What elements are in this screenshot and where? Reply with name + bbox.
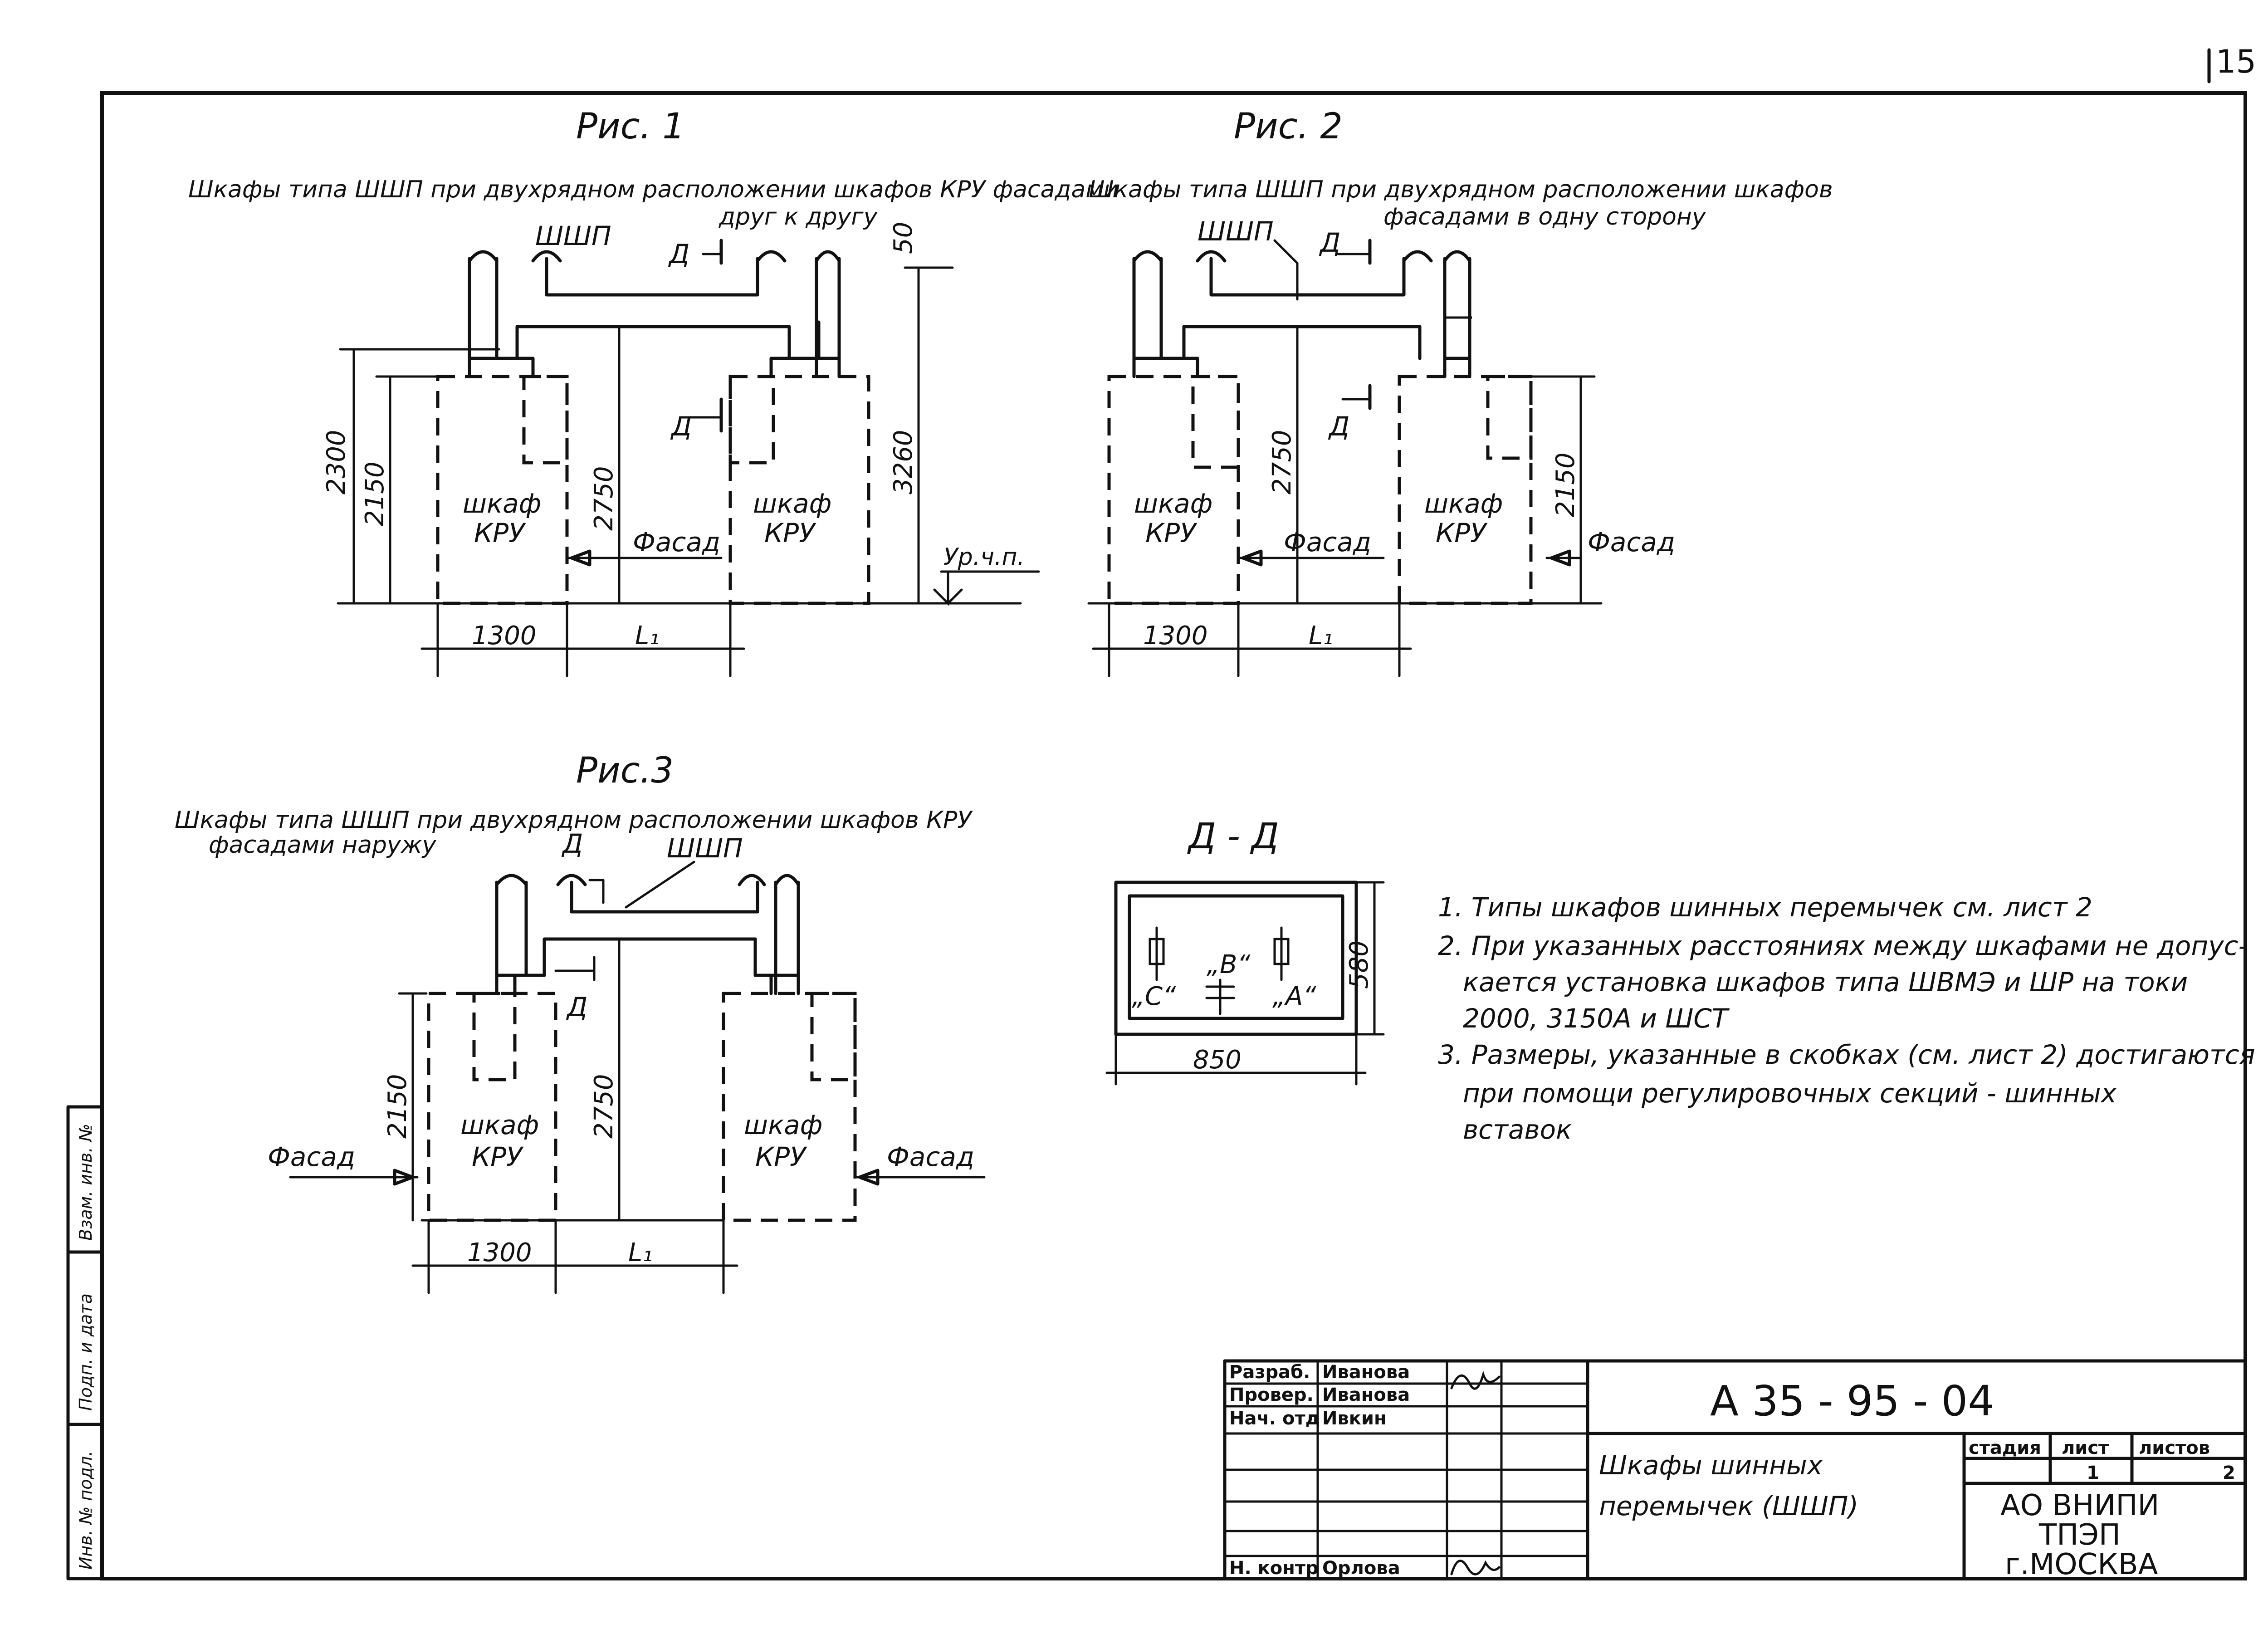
tb-name-2: Иванова [1322,1384,1410,1405]
section-title: Д - Д [1187,816,1279,857]
sheets-value: 2 [2223,1463,2235,1483]
fig1-label-level: Ур.ч.п. [943,543,1025,571]
org-line1: АО ВНИПИ [2000,1489,2159,1522]
fig1-dim-3260: 3260 [889,430,918,494]
fig1-label-cabinet: шкаф [463,488,541,519]
notes-block: 1. Типы шкафов шинных перемычек см. лист… [1438,892,2255,1145]
fig3-dim-l1: L₁ [628,1238,653,1267]
fig3-dim-1300: 1300 [467,1238,532,1267]
note-line-2: 2. При указанных расстояниях между шкафа… [1438,930,2248,961]
fig2-label-cabinet: шкаф [1134,488,1212,519]
fig3-label-d: Д [561,828,583,859]
tb-name-1: Иванова [1322,1362,1410,1383]
fig3-label-kru: КРУ [472,1141,524,1172]
phase-a-label: „А“ [1272,982,1316,1011]
note-line-5: 3. Размеры, указанные в скобках (см. лис… [1438,1039,2255,1070]
fig1-label-cabinet-r: шкаф [753,488,831,519]
figure-3: Рис.3 Шкафы типа ШШП при двухрядном расп… [175,750,986,1294]
fig2-label-cabinet-r: шкаф [1424,488,1503,519]
fig2-label-kru: КРУ [1145,518,1198,548]
fig2-label-d2: Д [1328,411,1349,442]
fig1-dim-50: 50 [889,222,918,254]
tb-role-1: Разраб. [1229,1362,1310,1383]
section-dim-850: 850 [1193,1045,1242,1075]
org-line2: ТПЭП [2038,1518,2121,1552]
fig2-label-kru-r: КРУ [1436,518,1488,548]
doc-code: А 35 - 95 - 04 [1710,1377,1994,1425]
tb-role-2: Провер. [1229,1384,1314,1405]
page-number: 15 [2216,43,2256,80]
fig1-label-kru: КРУ [474,518,526,548]
phase-c-label: „С“ [1132,982,1176,1011]
fig1-label-kru-r: КРУ [764,518,816,548]
doc-title-line2: перемычек (ШШП) [1599,1491,1858,1521]
fig3-caption-line2: фасадами наружу [209,832,437,859]
fig3-label-facade-l: Фасад [268,1141,355,1172]
sheet-frame [100,91,2247,1580]
fig1-dim-2150: 2150 [360,461,390,526]
fig2-label-facade: Фасад [1284,527,1371,558]
fig1-dim-l1: L₁ [635,621,660,651]
figure-2: Рис. 2 Шкафы типа ШШП при двухрядном рас… [1087,106,1833,677]
fig3-label-shp: ШШП [667,833,743,864]
fig1-dim-2750: 2750 [589,466,619,531]
fig3-caption-line1: Шкафы типа ШШП при двухрядном расположен… [175,807,973,834]
fig2-caption-line1: Шкафы типа ШШП при двухрядном расположен… [1089,176,1833,203]
fig3-label-facade-r: Фасад [887,1141,974,1172]
fig3-title: Рис.3 [576,750,674,791]
fig1-label-d: Д [668,239,689,269]
signature-1 [1450,1370,1501,1390]
sheet-value: 1 [2087,1463,2099,1483]
note-line-6: при помощи регулировочных секций - шинны… [1463,1078,2117,1109]
fig2-dim-2750: 2750 [1267,430,1297,494]
fig1-label-d2: Д [670,411,692,442]
fig3-label-kru-r: КРУ [755,1141,807,1172]
fig2-label-facade-r: Фасад [1588,527,1675,558]
fig3-label-cabinet-r: шкаф [744,1110,822,1140]
note-line-1: 1. Типы шкафов шинных перемычек см. лист… [1438,892,2092,923]
note-line-7: вставок [1463,1114,1572,1145]
tb-name-3: Ивкин [1322,1408,1387,1429]
fig3-dim-2750: 2750 [589,1074,619,1139]
figure-1: Рис. 1 Шкафы типа ШШП при двухрядном рас… [188,106,1119,677]
fig3-label-cabinet: шкаф [460,1110,539,1140]
side-stamp: Инв. № подл. Подп. и дата Взам. инв. № [66,1105,104,1580]
fig2-caption-line2: фасадами в одну сторону [1383,203,1706,230]
sheets-header: листов [2139,1438,2210,1458]
tb-role-7: Н. контр [1229,1558,1319,1579]
fig1-dim-2300: 2300 [322,430,351,494]
fig1-title: Рис. 1 [576,106,685,147]
fig2-dim-1300: 1300 [1143,621,1208,651]
tb-name-7: Орлова [1322,1558,1400,1579]
fig1-caption-line2: друг к другу [719,203,878,230]
phase-b-label: „В“ [1207,950,1251,979]
fig3-label-d2: Д [566,992,587,1022]
doc-title-line1: Шкафы шинных [1599,1450,1823,1481]
note-line-4: 2000, 3150А и ШСТ [1463,1003,1730,1034]
side-podp-data: Подп. и дата [76,1293,96,1411]
section-dd: Д - Д „С“ „В“ „А“ 850 580 [1105,816,1385,1086]
fig1-caption-line1: Шкафы типа ШШП при двухрядном расположен… [188,176,1119,203]
fig2-label-d: Д [1319,227,1340,258]
org-line3: г.МОСКВА [2005,1548,2158,1581]
tb-role-3: Нач. отд [1229,1408,1320,1429]
fig1-label-shp: ШШП [535,220,611,251]
side-vzam-inv: Взам. инв. № [76,1124,96,1241]
fig1-dim-1300: 1300 [472,621,537,651]
stage-header: стадия [1969,1438,2041,1458]
side-inv-podl: Инв. № подл. [76,1451,96,1570]
signature-2 [1450,1560,1501,1575]
title-block: Разраб. Иванова Провер. Иванова Нач. отд… [1223,1359,2247,1581]
fig2-label-shp: ШШП [1198,216,1274,247]
fig2-dim-2150: 2150 [1551,452,1580,517]
fig2-dim-l1: L₁ [1309,621,1333,651]
fig1-label-facade: Фасад [633,527,720,558]
note-line-3: кается установка шкафов типа ШВМЭ и ШР н… [1463,967,2188,998]
fig3-dim-2150: 2150 [383,1074,412,1139]
sheet-header: лист [2062,1438,2109,1458]
fig2-title: Рис. 2 [1234,106,1343,147]
section-dim-580: 580 [1344,940,1374,989]
